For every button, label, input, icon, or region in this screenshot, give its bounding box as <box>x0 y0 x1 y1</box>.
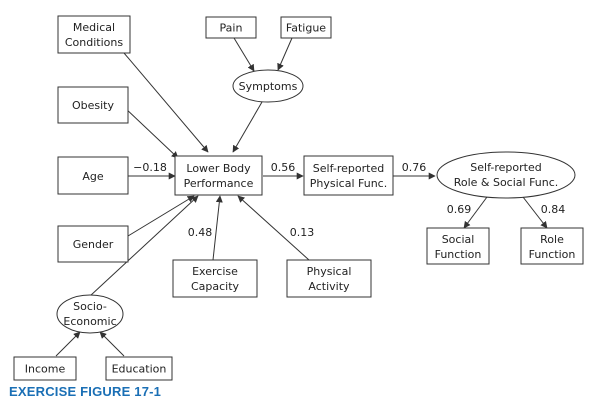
node-symptoms: Symptoms <box>232 69 304 103</box>
social-function-label-line2: Function <box>435 248 482 261</box>
physical-activity-label-line2: Activity <box>308 280 350 293</box>
role-function-label-line1: Role <box>540 233 564 246</box>
self-reported-physical-label-line2: Physical Func. <box>310 177 387 190</box>
node-income: Income <box>13 356 77 381</box>
node-age: Age <box>57 156 129 195</box>
fatigue-label: Fatigue <box>286 22 326 35</box>
pain-label: Pain <box>220 22 243 35</box>
coef-activity-to-lbp: 0.13 <box>290 226 315 239</box>
node-self-reported-role-social-func: Self-reported Role & Social Func. <box>436 151 576 199</box>
arrow-obesity-to-lbp <box>123 106 179 159</box>
symptoms-label: Symptoms <box>239 80 298 93</box>
arrow-exercise-to-lbp <box>212 195 223 261</box>
lower-body-performance-label-line1: Lower Body <box>186 162 251 175</box>
education-label: Education <box>112 363 167 376</box>
medical-conditions-label-line2: Conditions <box>65 36 123 49</box>
obesity-label: Obesity <box>72 99 115 112</box>
node-gender: Gender <box>57 225 129 263</box>
node-social-function: Social Function <box>426 227 490 265</box>
coef-exercise-to-lbp: 0.48 <box>188 226 213 239</box>
socio-economic-label-line2: Economic <box>63 315 116 328</box>
socio-economic-label-line1: Socio- <box>73 300 107 313</box>
arrow-pain-to-symptoms <box>233 37 255 72</box>
lower-body-performance-label-line2: Performance <box>184 177 254 190</box>
arrow-symptoms-to-lbp <box>232 101 263 153</box>
arrow-srrsf-to-role <box>522 196 548 229</box>
self-reported-role-social-label-line1: Self-reported <box>470 161 541 174</box>
self-reported-physical-label-line1: Self-reported <box>313 162 384 175</box>
arrow-income-to-socioeconomic <box>55 331 81 357</box>
coef-srrsf-to-social: 0.69 <box>447 203 472 216</box>
age-label: Age <box>82 170 104 183</box>
node-exercise-capacity: Exercise Capacity <box>172 259 258 298</box>
coef-srpf-to-srrsf: 0.76 <box>402 161 427 174</box>
coef-lbp-to-srpf: 0.56 <box>271 161 296 174</box>
arrow-medical-to-lbp <box>123 52 209 153</box>
arrow-education-to-socioeconomic <box>99 331 125 357</box>
node-obesity: Obesity <box>57 86 129 124</box>
role-function-label-line2: Function <box>529 248 576 261</box>
node-physical-activity: Physical Activity <box>286 259 372 298</box>
social-function-label-line1: Social <box>442 233 475 246</box>
arrow-gender-to-lbp <box>127 195 195 237</box>
node-self-reported-physical-func: Self-reported Physical Func. <box>303 155 394 196</box>
arrow-srrsf-to-social <box>463 196 488 229</box>
coef-age-to-lbp: −0.18 <box>133 161 167 174</box>
node-socio-economic: Socio- Economic <box>56 294 124 334</box>
node-medical-conditions: Medical Conditions <box>57 15 131 54</box>
self-reported-role-social-label-line2: Role & Social Func. <box>454 176 559 189</box>
income-label: Income <box>25 363 66 376</box>
coef-srrsf-to-role: 0.84 <box>541 203 566 216</box>
arrow-socioeconomic-to-lbp <box>89 195 199 297</box>
arrow-activity-to-lbp <box>237 195 310 261</box>
node-fatigue: Fatigue <box>280 16 332 39</box>
node-lower-body-performance: Lower Body Performance <box>174 155 263 196</box>
figure-caption: EXERCISE FIGURE 17-1 <box>9 384 162 399</box>
medical-conditions-label-line1: Medical <box>73 21 115 34</box>
physical-activity-label-line1: Physical <box>307 265 352 278</box>
node-education: Education <box>105 356 173 381</box>
node-role-function: Role Function <box>520 227 584 265</box>
node-pain: Pain <box>205 16 257 39</box>
arrow-fatigue-to-symptoms <box>277 37 293 71</box>
gender-label: Gender <box>73 238 114 251</box>
exercise-capacity-label-line1: Exercise <box>192 265 238 278</box>
exercise-capacity-label-line2: Capacity <box>191 280 240 293</box>
